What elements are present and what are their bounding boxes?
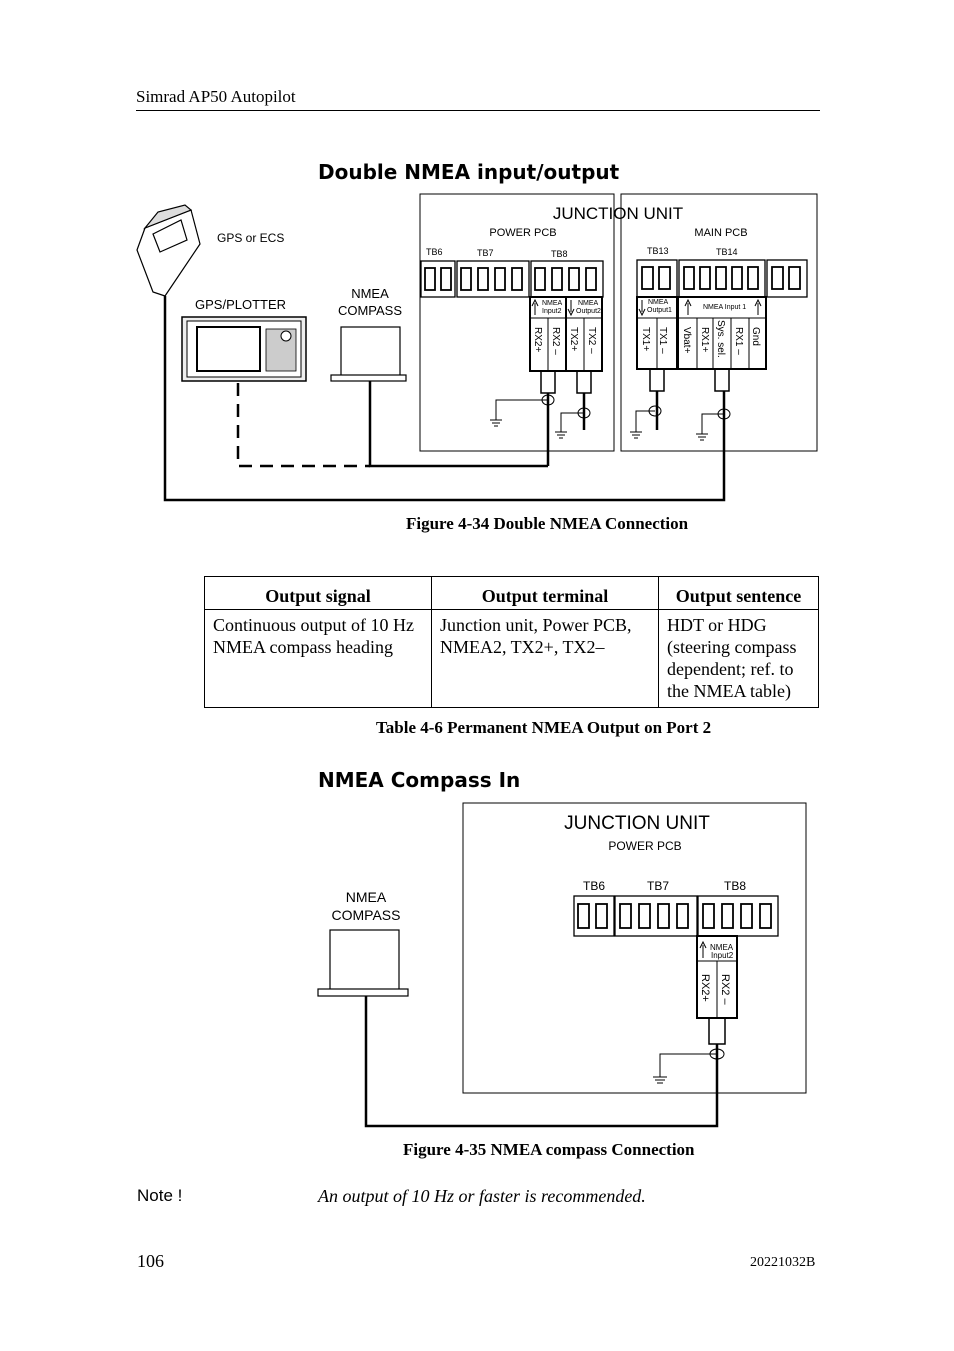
terminal-tx2-plus: TX2+ xyxy=(568,327,579,351)
terminal-slots xyxy=(424,266,801,291)
junction-unit-box xyxy=(462,802,807,1094)
figure-nmea-compass-connection: JUNCTION UNIT POWER PCB TB6 TB7 TB8 NMEA… xyxy=(317,802,807,1128)
nmea-cables xyxy=(163,296,726,502)
terminal-rx2-minus: RX2 – xyxy=(550,327,561,355)
nmea-compass-label-2: COMPASS xyxy=(338,303,402,318)
tb8-label-2: TB8 xyxy=(724,879,746,893)
section-heading-nmea-compass-in: NMEA Compass In xyxy=(318,768,521,792)
tb7-label-2: TB7 xyxy=(647,879,669,893)
signal-direction-arrows xyxy=(531,298,762,317)
terminal-rx2-plus-2: RX2+ xyxy=(699,974,711,1002)
permanent-nmea-output-table: Output signal Output terminal Output sen… xyxy=(204,576,819,708)
gps-plotter-label: GPS/PLOTTER xyxy=(195,297,286,312)
terminal-tx1-minus: TX1 – xyxy=(657,327,668,354)
header-rule xyxy=(136,110,820,111)
nmea-compass-label-b: COMPASS xyxy=(332,907,401,923)
power-pcb-label-2: POWER PCB xyxy=(608,839,681,853)
power-pcb-label: POWER PCB xyxy=(489,227,556,239)
page-number: 106 xyxy=(137,1251,164,1271)
terminal-slots-2 xyxy=(577,903,772,929)
figure-4-34-caption: Figure 4-34 Double NMEA Connection xyxy=(406,514,689,533)
note-label: Note ! xyxy=(137,1186,183,1205)
gps-plotter-device xyxy=(181,316,307,382)
nmea-input2-label-1: NMEA xyxy=(542,300,563,307)
table-header-output-sentence: Output sentence xyxy=(658,576,819,610)
power-pcb-box xyxy=(419,193,615,452)
nmea-input2-label-b: Input2 xyxy=(711,951,734,960)
nmea-input1-label: NMEA Input 1 xyxy=(703,304,746,311)
terminal-tx1-plus: TX1+ xyxy=(640,327,651,351)
table-header-output-terminal: Output terminal xyxy=(431,576,659,610)
nmea-output2-label-1: NMEA xyxy=(578,300,599,307)
document-number: 20221032B xyxy=(750,1255,816,1270)
tb6-label-2: TB6 xyxy=(583,879,605,893)
cable-gland-2 xyxy=(708,1017,726,1045)
terminal-sys-sel: Sys. sel. xyxy=(715,320,726,358)
nmea-input2-label-a: NMEA xyxy=(710,943,734,952)
main-pcb-label: MAIN PCB xyxy=(694,227,747,239)
tb14-label: TB14 xyxy=(716,247,738,257)
table-row: Continuous output of 10 Hz NMEA compass … xyxy=(204,609,819,708)
terminal-tx2-minus: TX2 – xyxy=(586,327,597,354)
nmea-output1-label-1: NMEA xyxy=(648,299,669,306)
note-text: An output of 10 Hz or faster is recommen… xyxy=(318,1186,646,1206)
figure-double-nmea-connection: JUNCTION UNIT POWER PCB MAIN PCB TB6 TB7… xyxy=(136,193,818,502)
junction-unit-label: JUNCTION UNIT xyxy=(553,204,683,223)
terminal-gnd: Gnd xyxy=(750,327,761,346)
figure-4-35-caption: Figure 4-35 NMEA compass Connection xyxy=(403,1140,695,1159)
nmea-output1-label-2: Output1 xyxy=(647,307,672,314)
terminal-vbat-plus: Vbat+ xyxy=(681,327,692,354)
nmea-compass-device xyxy=(330,326,407,382)
terminal-blocks-2 xyxy=(573,895,779,937)
table-cell-output-terminal: Junction unit, Power PCB, NMEA2, TX2+, T… xyxy=(431,609,659,708)
tb13-label: TB13 xyxy=(647,246,669,256)
nmea-compass-device-2 xyxy=(317,929,409,997)
tb6-label: TB6 xyxy=(426,247,443,257)
nmea-input2-label-2: Input2 xyxy=(542,308,562,315)
gps-ecs-label: GPS or ECS xyxy=(217,231,284,245)
gps-ecs-device xyxy=(136,204,201,297)
terminal-rx2-minus-2: RX2 – xyxy=(719,974,731,1005)
tb7-label: TB7 xyxy=(477,248,494,258)
junction-unit-label-2: JUNCTION UNIT xyxy=(564,813,710,834)
table-cell-output-signal: Continuous output of 10 Hz NMEA compass … xyxy=(204,609,432,708)
cable-glands xyxy=(540,368,730,394)
terminal-rx1-plus: RX1+ xyxy=(699,327,710,352)
table-header-output-signal: Output signal xyxy=(204,576,432,610)
section-heading-double-nmea: Double NMEA input/output xyxy=(318,160,620,184)
nmea-cable-2 xyxy=(364,995,719,1128)
main-pcb-box xyxy=(620,193,818,452)
dashed-cable xyxy=(236,383,370,468)
table-cell-output-sentence: HDT or HDG (steering compass dependent; … xyxy=(658,609,819,708)
terminal-rx2-plus: RX2+ xyxy=(532,327,543,352)
nmea-compass-label-1: NMEA xyxy=(351,286,389,301)
table-4-6-caption: Table 4-6 Permanent NMEA Output on Port … xyxy=(376,718,712,737)
nmea-output2-label-2: Output2 xyxy=(576,308,601,315)
running-header: Simrad AP50 Autopilot xyxy=(136,87,296,106)
table-header-row: Output signal Output terminal Output sen… xyxy=(204,576,819,610)
nmea-compass-label-a: NMEA xyxy=(346,889,387,905)
tb8-label: TB8 xyxy=(551,249,568,259)
terminal-rx1-minus: RX1 – xyxy=(733,327,744,355)
